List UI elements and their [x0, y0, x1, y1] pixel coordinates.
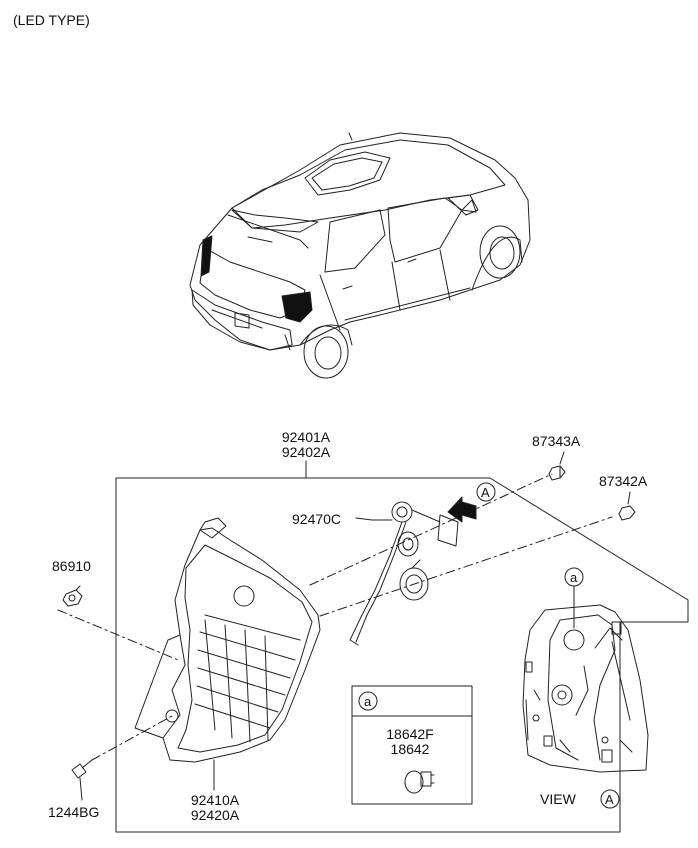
view-arrow-icon	[447, 496, 477, 523]
nut-86910-icon	[62, 589, 83, 607]
view-marker: a	[570, 570, 578, 585]
assembly-boundary	[115, 477, 689, 833]
part-92470C: 92470C	[292, 511, 342, 527]
part-92410A: 92410A	[190, 792, 240, 808]
bulb-callout-box	[351, 685, 473, 805]
part-87342A: 87342A	[599, 473, 648, 489]
bulb-icon	[404, 770, 435, 794]
header-title: (LED TYPE)	[13, 12, 90, 28]
view-a-drawing	[522, 567, 649, 773]
part-92401A: 92401A	[281, 429, 331, 445]
part-87343A: 87343A	[532, 433, 581, 449]
bulb-code-18642F: 18642F	[386, 726, 434, 742]
screw-1244BG-icon	[71, 759, 93, 779]
car-illustration	[189, 132, 531, 379]
part-1244BG: 1244BG	[48, 804, 100, 820]
view-label-circle	[600, 789, 620, 809]
callout-marker: a	[364, 694, 372, 709]
part-92420A: 92420A	[190, 807, 240, 823]
bolt-87343A-icon	[548, 465, 566, 481]
view-circle-a	[476, 482, 496, 502]
bolt-87342A-icon	[618, 505, 636, 521]
dashed-leaders	[57, 473, 613, 761]
socket-wiring-harness	[349, 501, 459, 646]
arrow-marker-label: A	[481, 485, 490, 500]
part-92402A: 92402A	[281, 444, 331, 460]
view-label-marker: A	[605, 792, 614, 807]
tail-lamp-housing	[134, 517, 321, 763]
view-label: VIEW	[540, 791, 576, 807]
part-86910: 86910	[52, 558, 91, 574]
bulb-code-18642: 18642	[390, 741, 430, 757]
